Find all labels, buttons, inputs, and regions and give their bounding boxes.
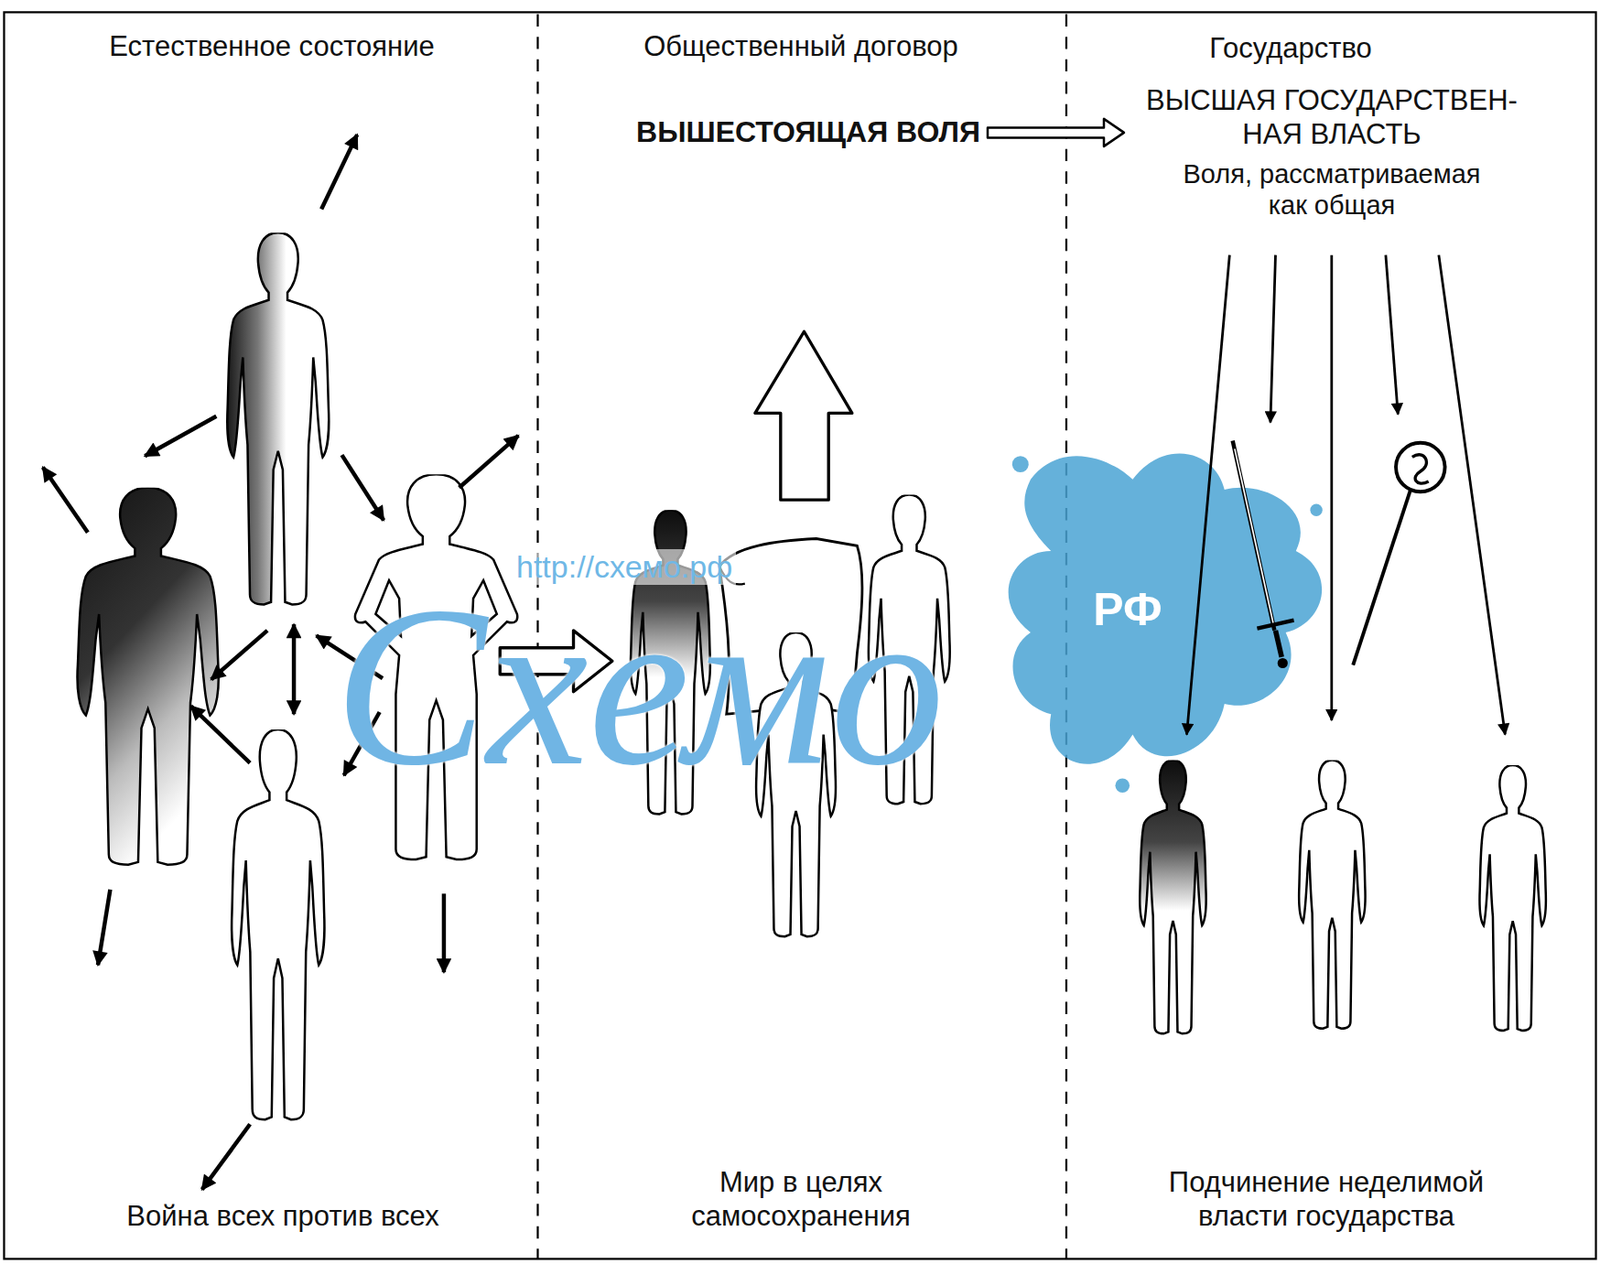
contract-sheet-fold: [719, 566, 746, 585]
sword-symbol: [1232, 441, 1295, 670]
authority-arrow: [1270, 255, 1276, 423]
conflict-arrow: [144, 416, 217, 456]
watermark-drop: [1114, 778, 1130, 793]
column-heading: Государство: [1208, 32, 1373, 66]
conflict-arrow: [291, 624, 296, 714]
conflict-arrow: [316, 635, 383, 679]
state-band: ГосударствоПодчинение неделимой власти г…: [1066, 12, 1598, 1259]
state-band: Естественное состояниеВойна всех против …: [4, 12, 539, 1259]
conflict-arrow: [344, 712, 380, 776]
watermark-drop: [1012, 455, 1029, 473]
watermark-logo: Схемо: [334, 594, 945, 779]
conflict-arrow: [43, 466, 88, 532]
watermark-mark: РФ: [1092, 583, 1162, 638]
column-caption: Война всех против всех: [125, 1200, 441, 1234]
authority-arrow: [1385, 255, 1398, 415]
will-label: ВЫШЕСТОЯЩАЯ ВОЛЯ: [635, 115, 982, 151]
conflict-arrow: [459, 435, 519, 488]
person-figure: [630, 509, 711, 814]
conflict-arrow: [321, 134, 357, 209]
crosier-curl: [1412, 454, 1429, 484]
watermark-drop: [1309, 504, 1322, 517]
frame: [3, 11, 1596, 1259]
sword-grip: [1275, 630, 1282, 658]
watermark-url: http://схемо.рф: [512, 549, 736, 585]
crosier-staff: [1352, 490, 1410, 666]
person-figure: [76, 487, 218, 865]
conflict-arrow: [97, 889, 110, 965]
person-figure: [1298, 759, 1365, 1028]
power-label: ВЫСШАЯ ГОСУДАРСТВЕН- НАЯ ВЛАСТЬВоля, рас…: [1130, 84, 1534, 222]
state-band: Общественный договорМир в целях самосохр…: [538, 12, 1067, 1259]
sword-blade: [1232, 441, 1276, 631]
upward-arrow: [755, 331, 853, 500]
conflict-arrows: [43, 134, 519, 1190]
dashed-divider: [536, 14, 539, 1260]
conflict-arrow: [190, 705, 250, 763]
conflict-arrow: [341, 454, 384, 520]
sword-blade-edge: [1234, 448, 1274, 625]
authority-arrow: [1438, 255, 1505, 736]
sword-pommel: [1277, 658, 1288, 669]
conflict-arrow: [202, 1124, 250, 1190]
column-caption: Подчинение неделимой власти государства: [1152, 1166, 1501, 1233]
will-text: ВЫШЕСТОЯЩАЯ ВОЛЯ: [635, 115, 982, 151]
person-figure: [231, 729, 325, 1120]
person-figure: [756, 632, 836, 937]
general-will-text: Воля, рассматриваемая как общая: [1171, 158, 1492, 221]
crosier-head: [1395, 443, 1446, 493]
power-text: ВЫСШАЯ ГОСУДАРСТВЕН- НАЯ ВЛАСТЬ: [1130, 84, 1534, 152]
conflict-arrow: [211, 630, 268, 681]
person-figure: [227, 232, 329, 605]
person-figure: [868, 495, 951, 805]
authority-arrow: [1329, 255, 1333, 721]
column-heading: Общественный договор: [642, 30, 960, 65]
column-heading: Естественное состояние: [108, 30, 436, 65]
authority-lines: [1187, 255, 1506, 736]
sword-guard: [1256, 620, 1294, 629]
person-figure: [355, 474, 518, 860]
transition-arrow: [499, 630, 613, 692]
watermark-splash: [1008, 453, 1323, 764]
conflict-arrow: [442, 893, 446, 973]
crosier-symbol: [1352, 443, 1445, 666]
column-caption: Мир в целях самосохранения: [660, 1166, 942, 1233]
person-figure: [1139, 759, 1206, 1034]
hollow-arrow: [987, 118, 1125, 147]
authority-arrow: [1187, 255, 1231, 736]
person-figure: [1480, 765, 1546, 1031]
